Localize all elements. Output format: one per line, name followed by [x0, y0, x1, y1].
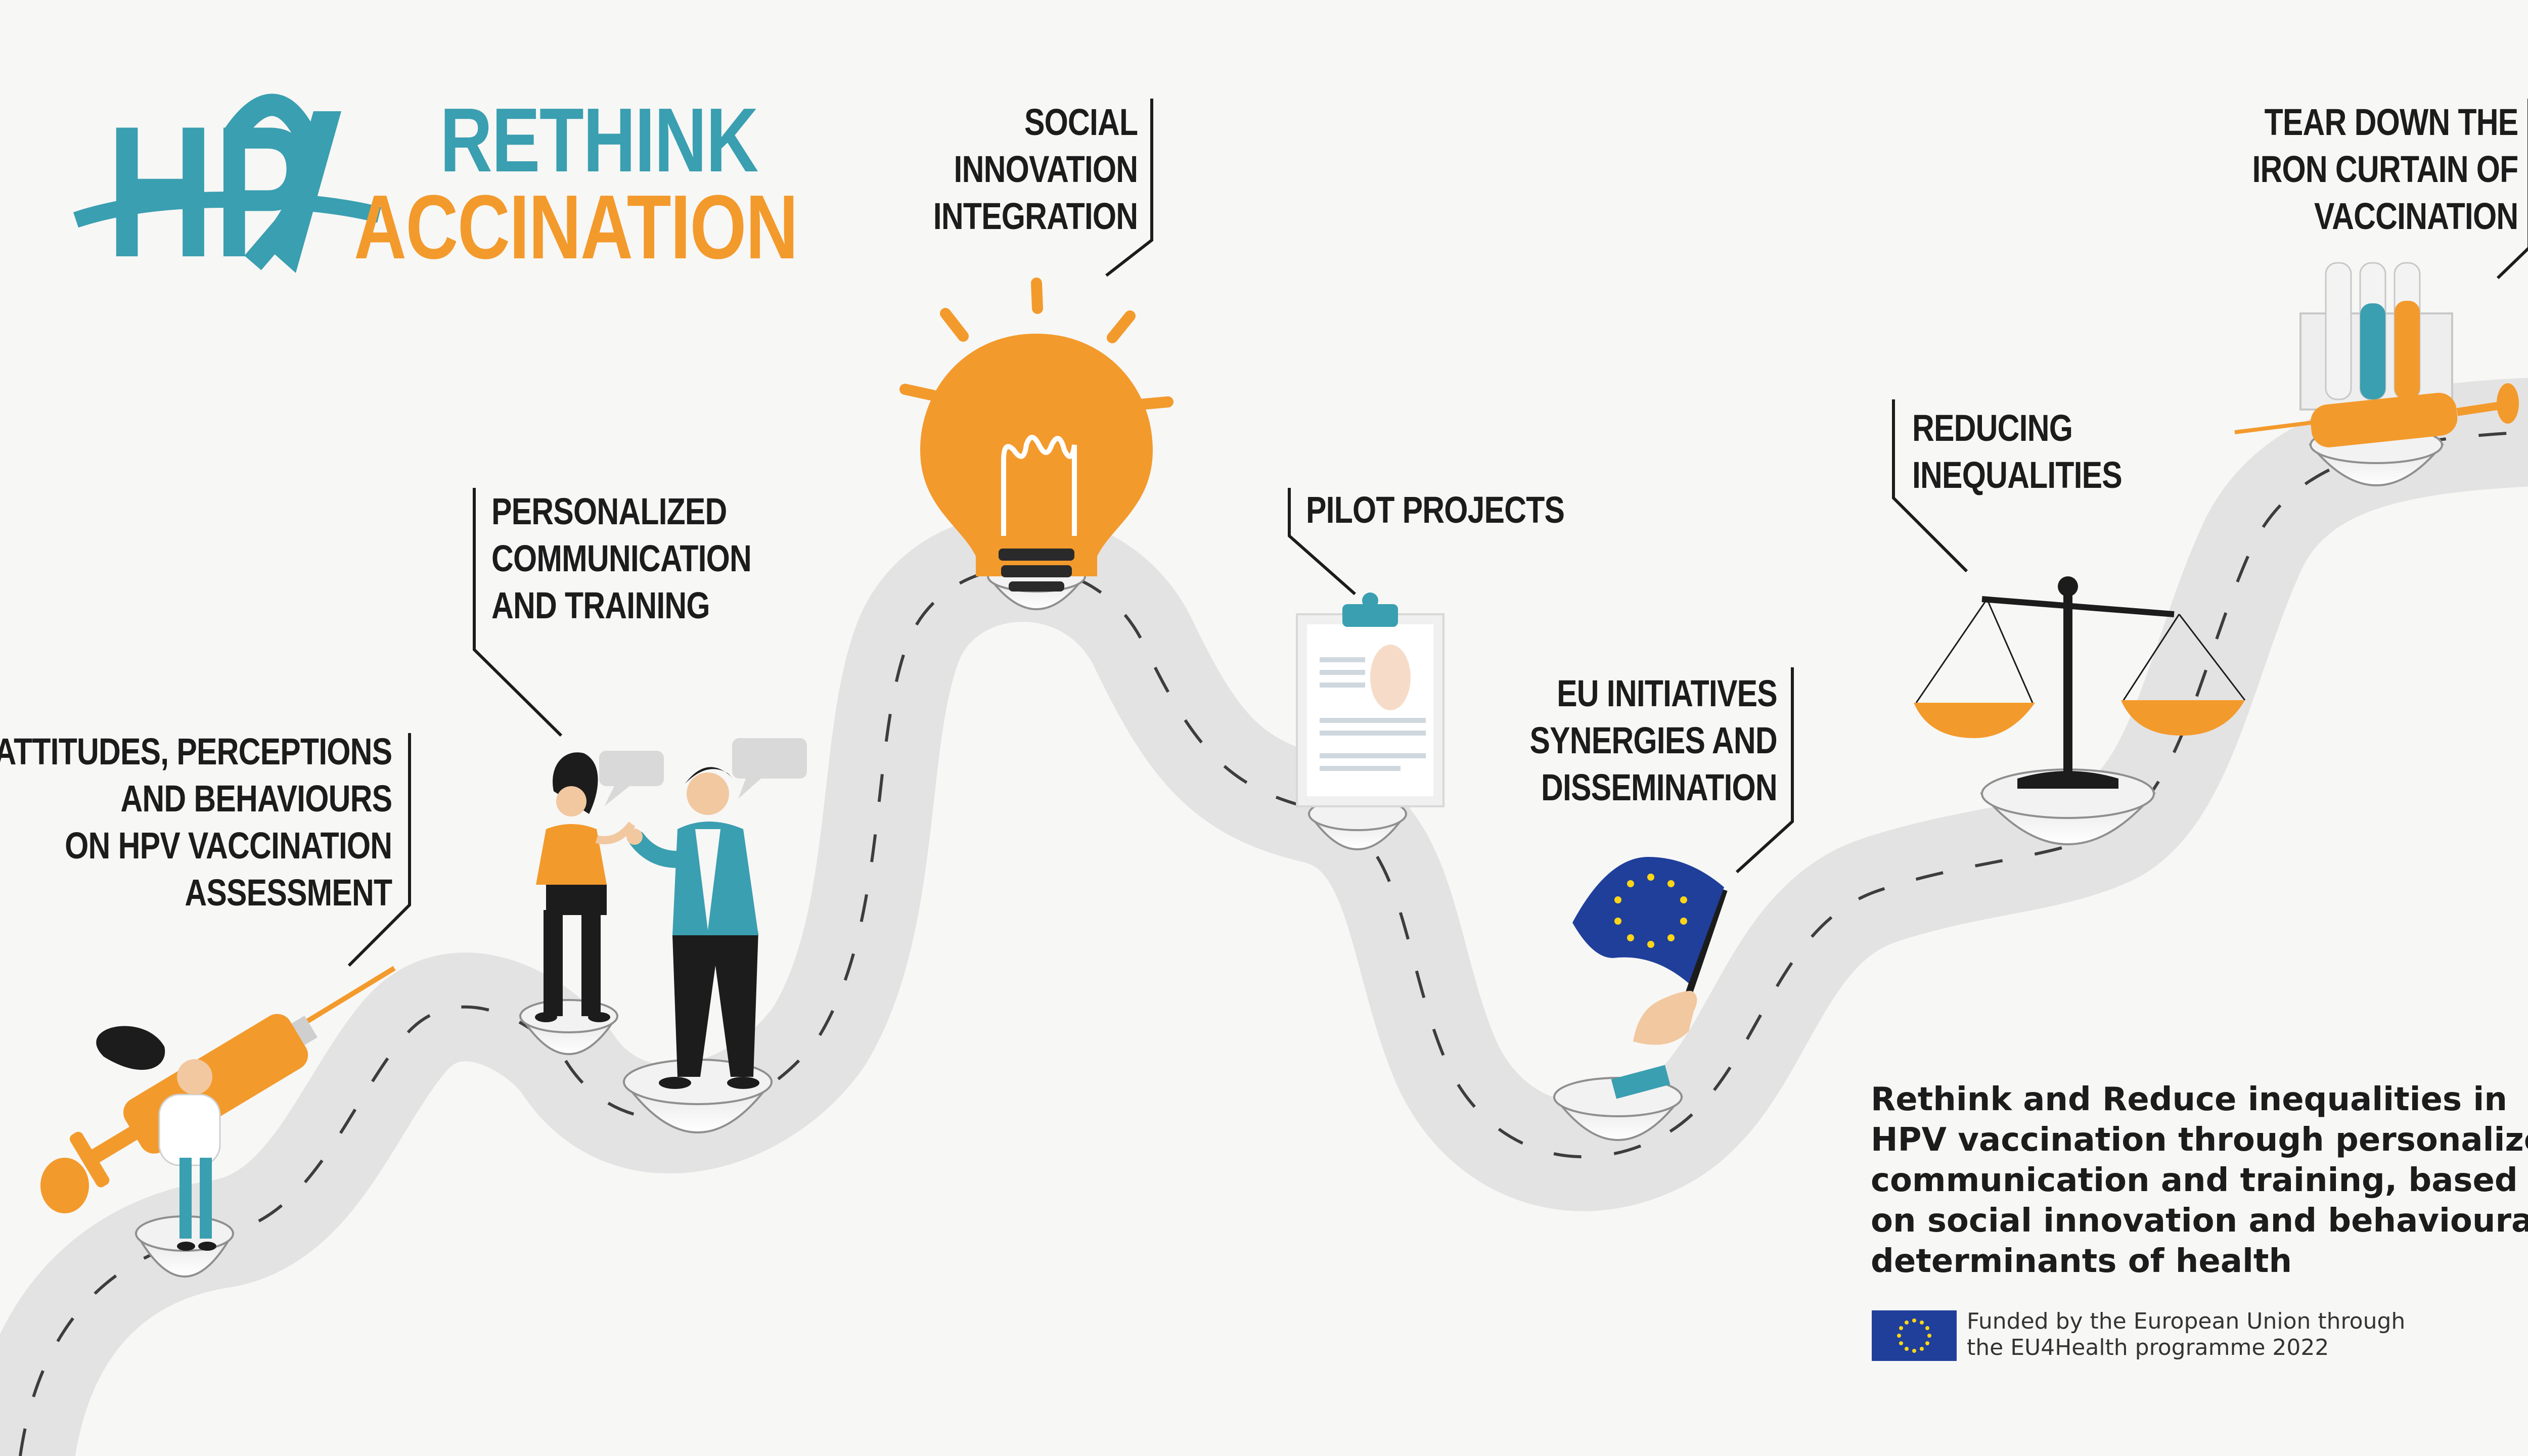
winding-road: [0, 378, 2528, 1456]
milestone-innovation: SOCIAL INNOVATION INTEGRATION: [933, 101, 1138, 237]
scales-icon: [1914, 576, 2246, 789]
people-talking-icon: [535, 738, 807, 1089]
logo-accination: ACCINATION: [354, 176, 798, 278]
test-tubes-icon: [2234, 262, 2519, 447]
eu-flag-icon: [1572, 857, 1728, 1099]
summary-text: Rethink and Reduce inequalities in HPV v…: [1871, 1081, 2528, 1280]
milestone-eu: EU INITIATIVES SYNERGIES AND DISSEMINATI…: [1529, 672, 1778, 808]
logo-mark: [73, 94, 381, 273]
milestone-assessment: ATTITUDES, PERCEPTIONS AND BEHAVIOURS ON…: [0, 731, 392, 914]
milestone-inequalities: REDUCING INEQUALITIES: [1912, 407, 2123, 496]
leader-lines: [347, 99, 2528, 967]
logo-rethink: RETHINK: [440, 89, 758, 191]
lightbulb-icon: [899, 278, 1173, 592]
milestone-pilot: PILOT PROJECTS: [1306, 489, 1565, 531]
funding-statement: Funded by the European Union through the…: [1967, 1308, 2406, 1360]
logo-letters-hp: HP: [106, 87, 313, 296]
milestone-communication: PERSONALIZED COMMUNICATION AND TRAINING: [491, 490, 752, 626]
milestone-curtain: TEAR DOWN THE IRON CURTAIN OF VACCINATIO…: [2252, 101, 2518, 237]
clipboard-icon: [1296, 593, 1444, 807]
syringe-icon: [40, 966, 396, 1251]
eu-emblem-icon: [1872, 1310, 1957, 1361]
